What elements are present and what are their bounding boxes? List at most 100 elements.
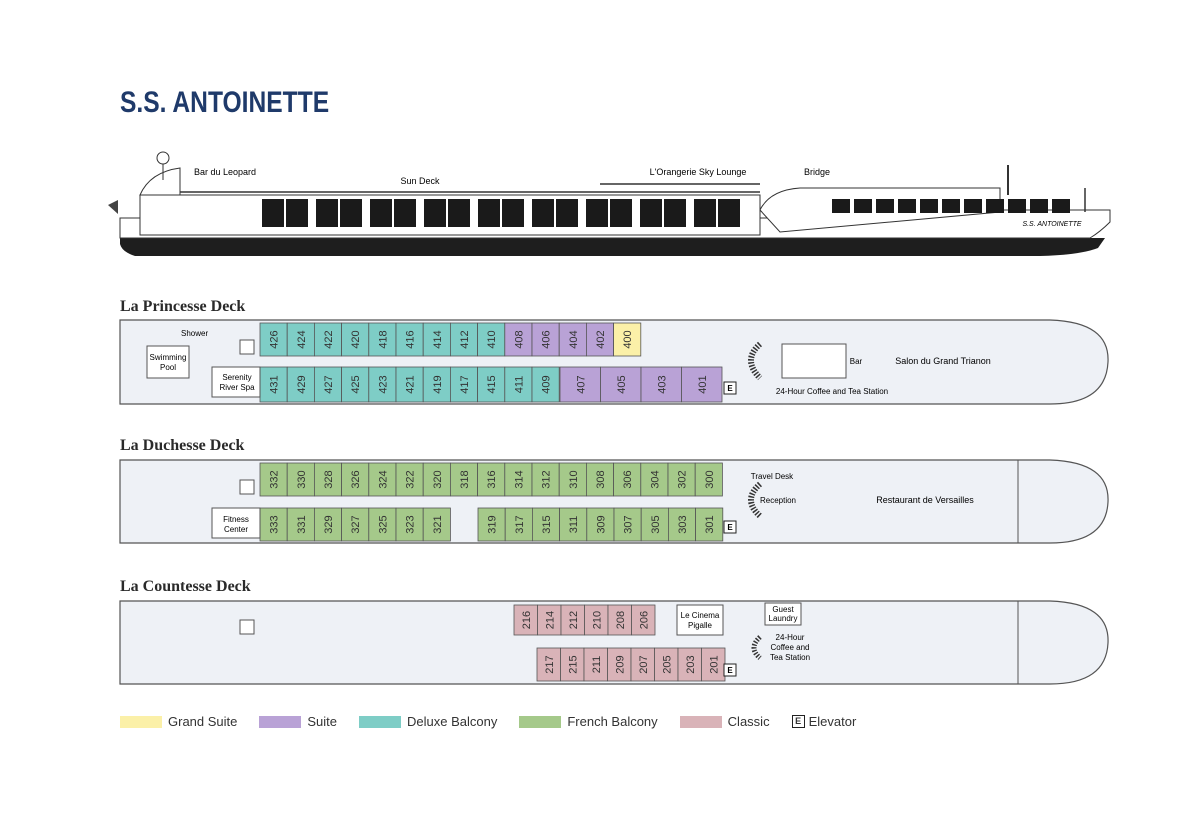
cabin-number: 325 bbox=[377, 515, 389, 533]
cabin-box bbox=[613, 462, 642, 497]
deck-title-princesse: La Princesse Deck bbox=[120, 298, 246, 315]
laundry bbox=[764, 602, 802, 626]
window-block bbox=[340, 199, 362, 227]
cabin-number: 206 bbox=[638, 611, 650, 629]
cabin-number: 203 bbox=[685, 655, 697, 673]
window-block bbox=[986, 199, 1004, 213]
cabin-number: 400 bbox=[622, 330, 634, 348]
cabin-box bbox=[422, 322, 451, 357]
cabin-box bbox=[504, 462, 533, 497]
label-orangerie: L'Orangerie Sky Lounge bbox=[650, 167, 747, 177]
cabin-number: 404 bbox=[568, 330, 580, 348]
cabin-number: 316 bbox=[486, 470, 498, 488]
label-bar-du-leopard: Bar du Leopard bbox=[194, 167, 256, 177]
cabin-box bbox=[449, 462, 478, 497]
cabin-box bbox=[368, 366, 397, 403]
spa bbox=[211, 366, 261, 398]
cabin-number: 310 bbox=[568, 470, 580, 488]
cabin-number: 300 bbox=[704, 470, 716, 488]
cabin-box bbox=[694, 462, 723, 497]
legend: Grand Suite Suite Deluxe Balcony French … bbox=[120, 714, 878, 729]
window-block bbox=[718, 199, 740, 227]
cabin-number: 425 bbox=[350, 375, 362, 393]
cabin-number: 322 bbox=[405, 470, 417, 488]
legend-swatch bbox=[679, 715, 722, 728]
cabin-number: 419 bbox=[432, 375, 444, 393]
cabin-number: 321 bbox=[432, 515, 444, 533]
cabin-number: 333 bbox=[269, 515, 281, 533]
legend-label: Classic bbox=[727, 714, 770, 729]
cabin-number: 422 bbox=[323, 330, 335, 348]
window-block bbox=[664, 199, 686, 227]
legend-swatch bbox=[259, 715, 302, 728]
cabin-number: 312 bbox=[541, 470, 553, 488]
stairs-icon bbox=[239, 479, 255, 495]
cabin-number: 415 bbox=[486, 375, 498, 393]
window-block bbox=[610, 199, 632, 227]
cabin-box bbox=[395, 507, 424, 542]
cabin-number: 317 bbox=[514, 515, 526, 533]
window-blocks bbox=[262, 199, 1070, 227]
coffee-label-princesse: 24-Hour Coffee and Tea Station bbox=[776, 387, 888, 396]
window-block bbox=[532, 199, 554, 227]
cabin-box bbox=[640, 366, 682, 403]
cabin-number: 332 bbox=[269, 470, 281, 488]
shower-label: Shower bbox=[181, 329, 208, 338]
window-block bbox=[286, 199, 308, 227]
cabin-box bbox=[504, 507, 533, 542]
radar-dome bbox=[156, 151, 170, 165]
salon-label: Salon du Grand Trianon bbox=[895, 356, 991, 366]
elevator-icon bbox=[723, 381, 737, 395]
elevator-letter: E bbox=[727, 666, 733, 675]
cabin-box bbox=[640, 462, 669, 497]
window-block bbox=[920, 199, 938, 213]
cabin-box bbox=[259, 322, 288, 357]
cabin-box bbox=[395, 462, 424, 497]
cabin-number: 210 bbox=[591, 611, 603, 629]
cabin-box bbox=[640, 507, 669, 542]
cabin-number: 330 bbox=[296, 470, 308, 488]
cabin-number: 328 bbox=[323, 470, 335, 488]
window-block bbox=[1008, 199, 1026, 213]
legend-swatch bbox=[359, 715, 402, 728]
window-block bbox=[876, 199, 894, 213]
cabin-number: 301 bbox=[704, 515, 716, 533]
cabin-box bbox=[667, 462, 696, 497]
cabin-box bbox=[504, 366, 533, 403]
cabin-box bbox=[286, 462, 315, 497]
cabin-box bbox=[341, 322, 370, 357]
legend-swatch bbox=[120, 715, 162, 728]
cabin-box bbox=[531, 462, 560, 497]
cabin-number: 326 bbox=[350, 470, 362, 488]
fitness-center bbox=[211, 507, 261, 539]
ship-title: S.S. ANTOINETTE bbox=[120, 86, 330, 119]
cabin-box bbox=[531, 366, 560, 403]
cabin-box bbox=[341, 507, 370, 542]
cabin-box bbox=[259, 366, 288, 403]
dome bbox=[139, 167, 181, 196]
cabin-number: 417 bbox=[459, 375, 471, 393]
window-block bbox=[694, 199, 716, 227]
legend-label: Deluxe Balcony bbox=[407, 714, 498, 729]
cabin-box bbox=[558, 322, 587, 357]
cabin-number: 414 bbox=[432, 330, 444, 348]
cabin-number: 303 bbox=[677, 515, 689, 533]
hull-bottom bbox=[120, 238, 1105, 256]
cabin-box bbox=[586, 507, 615, 542]
cabin-number: 205 bbox=[661, 655, 673, 673]
deck-title-countesse: La Countesse Deck bbox=[120, 578, 251, 595]
restaurant-label: Restaurant de Versailles bbox=[876, 495, 974, 505]
elevator-letter: E bbox=[727, 523, 733, 532]
cabin-box bbox=[477, 366, 506, 403]
cabin-number: 424 bbox=[296, 330, 308, 348]
cabin-number: 402 bbox=[595, 330, 607, 348]
cabin-number: 305 bbox=[650, 515, 662, 533]
